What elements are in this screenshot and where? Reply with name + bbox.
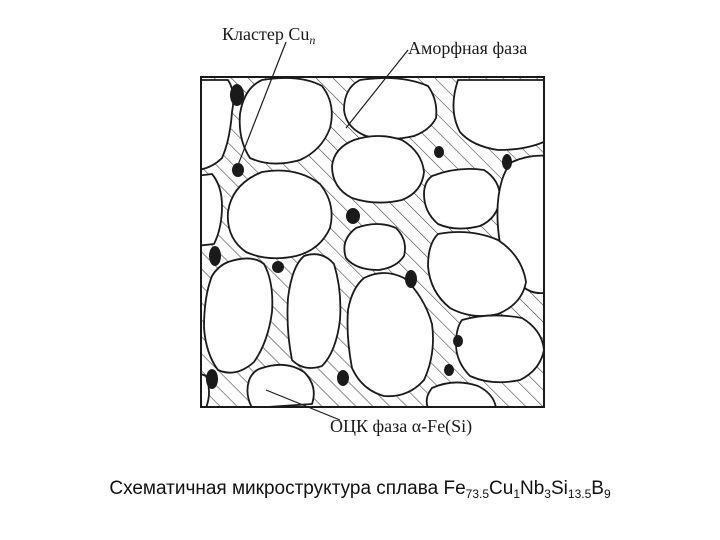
leader-lines (237, 41, 409, 421)
grain (452, 79, 544, 151)
cu-symbol: Cu (489, 478, 514, 499)
si-symbol: Si (550, 478, 568, 499)
bcc-leader-line (265, 389, 341, 421)
grain (226, 169, 333, 260)
cluster-label: Кластер Cun (222, 24, 315, 47)
cu-cluster-dot (206, 369, 218, 389)
caption-text: Схематичная микроструктура сплава Fe (109, 478, 466, 499)
nb-symbol: Nb (520, 478, 545, 499)
amorphous-label: Аморфная фаза (408, 38, 527, 58)
cu-cluster-dot (444, 364, 454, 376)
grain (455, 314, 544, 384)
cu-cluster-dot (209, 246, 221, 266)
b-symbol: B (591, 478, 604, 499)
cu-cluster-dot (232, 163, 244, 177)
si-subscript: 13.5 (567, 487, 592, 501)
nb-subscript: 3 (544, 487, 551, 501)
grain (331, 135, 425, 204)
grain (427, 231, 527, 317)
b-subscript: 9 (603, 487, 611, 501)
cu-cluster-dot (405, 270, 417, 288)
bcc-grains (201, 77, 544, 407)
cluster-leader-line (237, 41, 287, 166)
cu-subscript: 1 (513, 487, 520, 501)
grain (425, 381, 497, 407)
bcc-label: ОЦК фаза α-Fe(Si) (330, 416, 472, 437)
cluster-label-sub: n (309, 33, 315, 47)
cu-cluster-dot (230, 84, 244, 106)
cu-cluster-dot (337, 370, 349, 386)
figure-caption: Схематичная микроструктура сплава Fe73.5… (0, 478, 720, 500)
cu-cluster-dot (272, 261, 284, 273)
grain (201, 173, 223, 247)
grain (343, 223, 406, 271)
cu-cluster-dot (434, 146, 444, 158)
grain (343, 77, 438, 140)
grain (246, 363, 315, 407)
grain (286, 253, 342, 369)
cu-cluster-dot (502, 154, 512, 170)
cu-clusters (206, 84, 512, 389)
cu-cluster-dot (453, 335, 463, 347)
amorphous-leader-line (345, 49, 409, 129)
cluster-label-main: Кластер Cu (222, 24, 309, 44)
diagram-frame (200, 76, 545, 408)
grain (423, 167, 501, 230)
cu-cluster-dot (346, 208, 360, 224)
grain (238, 77, 333, 165)
fe-subscript: 73.5 (465, 487, 490, 501)
grain (203, 257, 274, 374)
